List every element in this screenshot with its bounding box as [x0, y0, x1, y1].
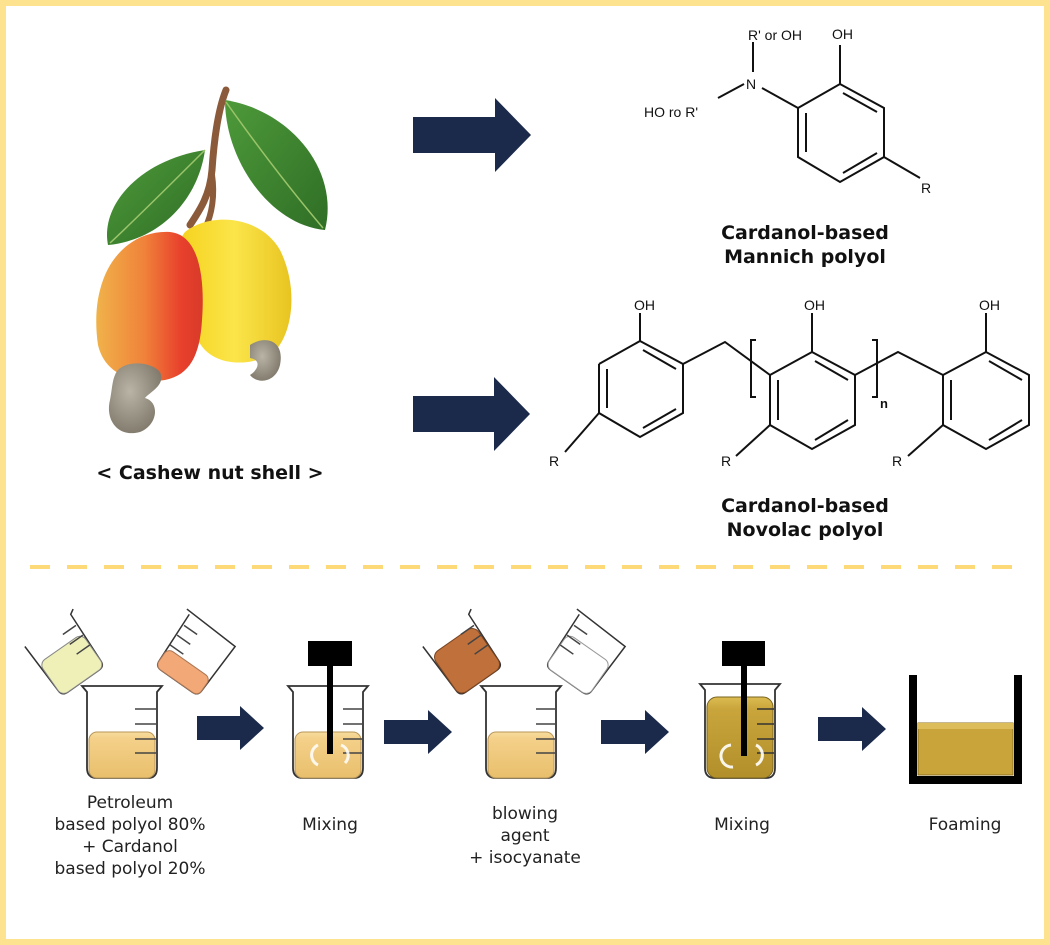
mannich-nitrogen: N: [746, 76, 756, 92]
step4-caption: Mixing: [714, 815, 770, 835]
step5-foam-mold-icon: [909, 675, 1022, 784]
step2-caption: Mixing: [302, 815, 358, 835]
step4-stirrer-beaker-icon: [698, 641, 782, 779]
step5-caption: Foaming: [928, 815, 1002, 835]
novolac-repeat-index: n: [880, 396, 888, 411]
novolac-hydroxyl-3: OH: [979, 297, 1000, 313]
process-arrow-2-icon: [384, 710, 452, 754]
mannich-name-line1: Cardanol-based: [721, 222, 889, 244]
step2-stirrer-beaker-icon: [286, 641, 370, 779]
cashew-nut-shell-label: < Cashew nut shell >: [96, 462, 324, 484]
step1-caption: Petroleum based polyol 80% + Cardanol ba…: [54, 793, 206, 879]
cashew-nut-right: [250, 340, 281, 381]
step3-beaker-pouring-icon: [422, 608, 627, 779]
novolac-hydroxyl-1: OH: [634, 297, 655, 313]
mannich-polyol-name: Cardanol-based Mannich polyol: [670, 221, 940, 269]
mannich-left-substituent: HO ro R': [644, 104, 698, 120]
cashew-apple-red: [96, 231, 203, 382]
process-arrow-1-icon: [197, 706, 264, 750]
novolac-hydroxyl-2: OH: [804, 297, 825, 313]
mannich-alkyl: R: [921, 180, 931, 196]
mannich-name-line2: Mannich polyol: [724, 246, 886, 268]
mannich-top-substituent: R' or OH: [748, 27, 802, 43]
process-arrow-3-icon: [601, 710, 669, 754]
stem: [186, 86, 230, 229]
leaf-right: [225, 100, 328, 230]
mannich-hydroxyl: OH: [832, 26, 853, 42]
process-arrow-4-icon: [818, 707, 886, 751]
step1-beaker-pouring-icon: [24, 608, 237, 779]
step3-caption: blowing agent + isocyanate: [469, 804, 581, 868]
novolac-alkyl-1: R: [549, 453, 559, 469]
cashew-apple-yellow: [177, 219, 292, 363]
novolac-alkyl-3: R: [892, 453, 902, 469]
cashew-nut-left: [108, 363, 162, 434]
novolac-name-line1: Cardanol-based: [721, 495, 889, 517]
novolac-alkyl-2: R: [721, 453, 731, 469]
novolac-name-line2: Novolac polyol: [726, 519, 884, 541]
novolac-polyol-name: Cardanol-based Novolac polyol: [660, 494, 950, 542]
